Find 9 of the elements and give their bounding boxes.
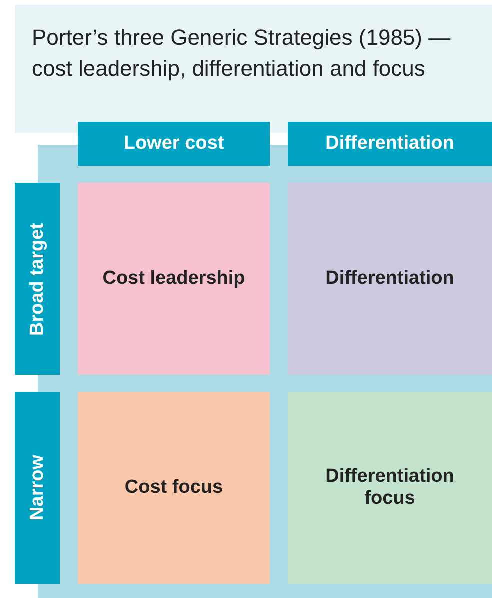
title: Porter’s three Generic Strategies (1985) — cost leadership, differentiation and focus (32, 24, 452, 83)
column-header: Differentiation (288, 122, 492, 166)
strategy-cell: Differentiation focus (288, 392, 492, 584)
strategy-cell: Cost focus (78, 392, 270, 584)
strategy-cell: Cost leadership (78, 183, 270, 375)
strategy-cell: Differentiation (288, 183, 492, 375)
row-header: Narrow (15, 392, 60, 584)
column-header: Lower cost (78, 122, 270, 166)
row-header: Broad target (15, 183, 60, 375)
